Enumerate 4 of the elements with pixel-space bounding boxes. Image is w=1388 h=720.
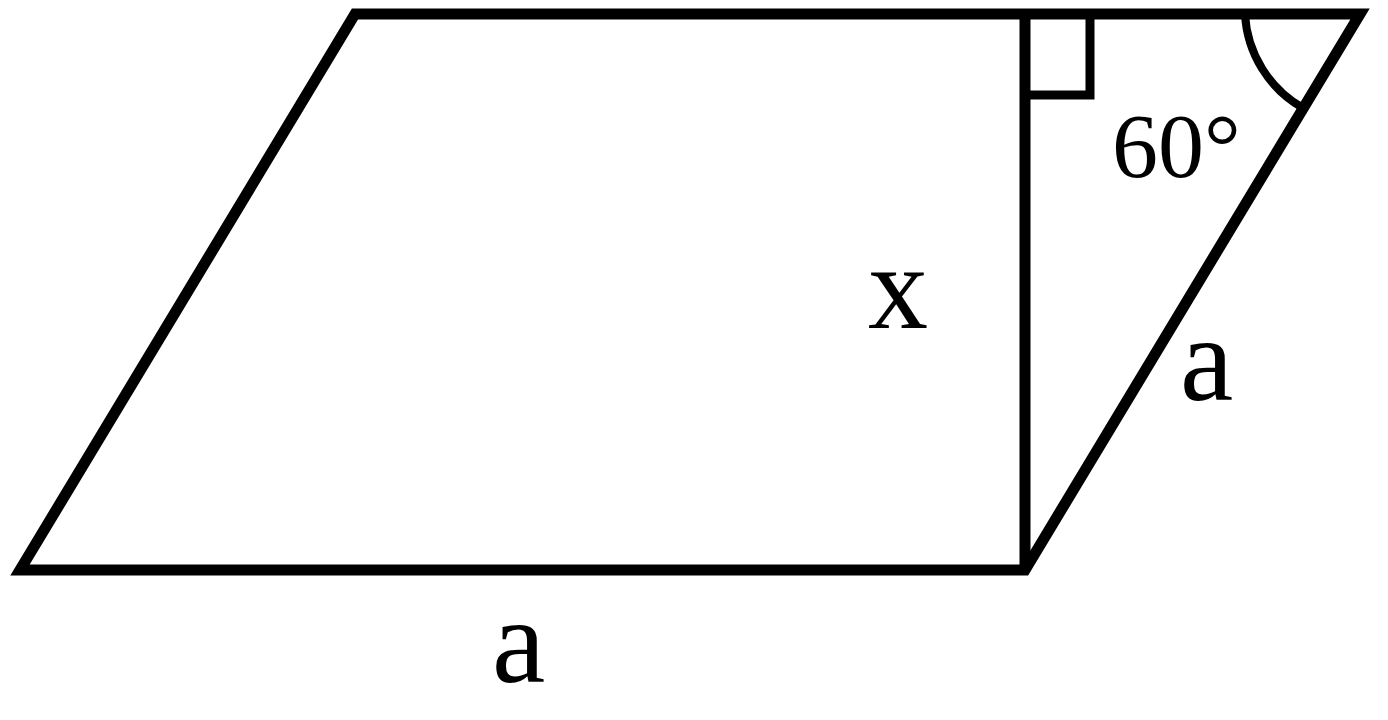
side-label: a xyxy=(1180,300,1234,420)
height-label: x xyxy=(868,228,928,348)
side-label: a xyxy=(492,582,546,702)
angle-label: 60° xyxy=(1112,100,1241,192)
